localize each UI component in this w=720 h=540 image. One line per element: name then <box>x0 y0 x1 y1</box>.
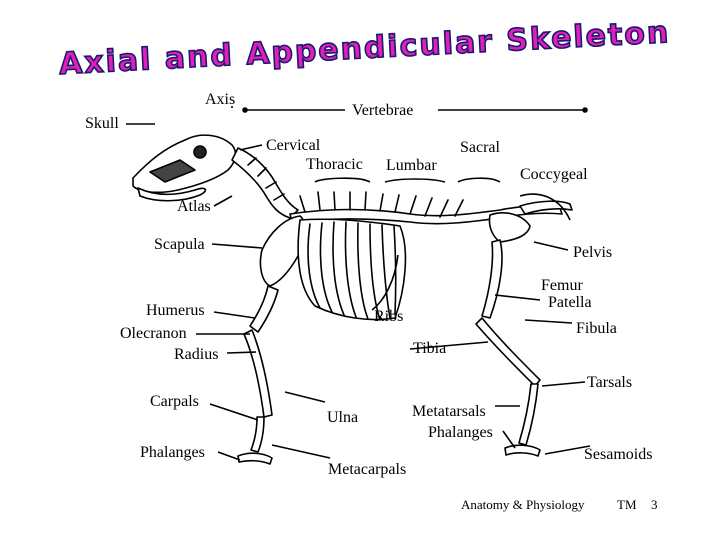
jaw-bone <box>137 187 207 202</box>
phalanges-hind-pointer <box>502 430 516 449</box>
tibia-pointer <box>409 341 489 350</box>
label-ulna: Ulna <box>327 409 359 426</box>
footer-course: Anatomy & Physiology <box>461 497 585 512</box>
carpals-pointer <box>209 403 259 421</box>
hind-paw <box>504 444 541 457</box>
fibula-pointer <box>524 319 573 324</box>
cervical-vertebrae <box>231 147 299 219</box>
tarsals-pointer <box>541 381 586 387</box>
label-lumbar: Lumbar <box>386 157 437 174</box>
atlas-pointer <box>213 195 233 207</box>
metacarpals-pointer <box>271 444 331 459</box>
label-patella: Patella <box>548 294 592 311</box>
scapula-pointer <box>211 243 263 249</box>
pelvis-bone <box>488 212 531 243</box>
label-scapula: Scapula <box>154 236 205 253</box>
label-tibia: Tibia <box>413 340 447 357</box>
label-vertebrae: Vertebrae <box>352 102 414 119</box>
radius-ulna <box>243 329 273 418</box>
femur-bone <box>481 239 503 319</box>
ulna-pointer <box>284 391 326 403</box>
fore-paw <box>237 452 273 465</box>
label-fibula: Fibula <box>576 320 617 337</box>
label-pelvis: Pelvis <box>573 244 613 261</box>
label-carpals: Carpals <box>150 393 199 410</box>
label-olecranon: Olecranon <box>120 325 187 342</box>
label-phalanges-fore: Phalanges <box>140 444 205 461</box>
label-metacarpals: Metacarpals <box>328 461 407 478</box>
skull-dark-area <box>149 159 196 183</box>
ribs-bracket <box>371 254 399 311</box>
label-phalanges-hind: Phalanges <box>428 424 493 441</box>
lumbar-bracket <box>384 178 446 183</box>
label-skull: Skull <box>85 115 119 132</box>
footer-tm: TM <box>617 497 637 512</box>
label-axis: Axis <box>205 91 236 108</box>
sacral-bracket <box>457 177 501 183</box>
label-femur: Femur <box>541 277 583 294</box>
phalanges-fore-pointer <box>217 451 241 461</box>
label-cervical: Cervical <box>266 137 321 154</box>
eye-orbit <box>193 145 207 159</box>
label-ribs: Ribs <box>374 308 404 325</box>
footer-page-number: 3 <box>651 497 658 512</box>
humerus-pointer <box>213 311 256 319</box>
label-metatarsals: Metatarsals <box>412 403 486 420</box>
radius-pointer <box>226 351 257 354</box>
label-atlas: Atlas <box>177 198 211 215</box>
hind-metatarsals <box>518 383 539 446</box>
label-sacral: Sacral <box>460 139 500 156</box>
label-thoracic: Thoracic <box>306 156 363 173</box>
tibia-bone <box>475 317 541 387</box>
label-sesamoids: Sesamoids <box>584 446 653 463</box>
cervical-pointer <box>239 144 263 151</box>
label-tarsals: Tarsals <box>587 374 633 391</box>
label-radius: Radius <box>174 346 219 363</box>
femur-pointer <box>494 294 541 301</box>
fore-metacarpals <box>250 416 265 453</box>
thoracic-bracket <box>314 177 371 183</box>
coccygeal-bracket <box>519 193 571 221</box>
humerus-bone <box>249 285 279 333</box>
label-humerus: Humerus <box>146 302 205 319</box>
title-banner: Axial and Appendicular Skeleton <box>57 14 672 83</box>
pelvis-pointer <box>533 241 569 251</box>
label-coccygeal: Coccygeal <box>520 166 588 183</box>
sesamoids-pointer <box>544 445 591 455</box>
